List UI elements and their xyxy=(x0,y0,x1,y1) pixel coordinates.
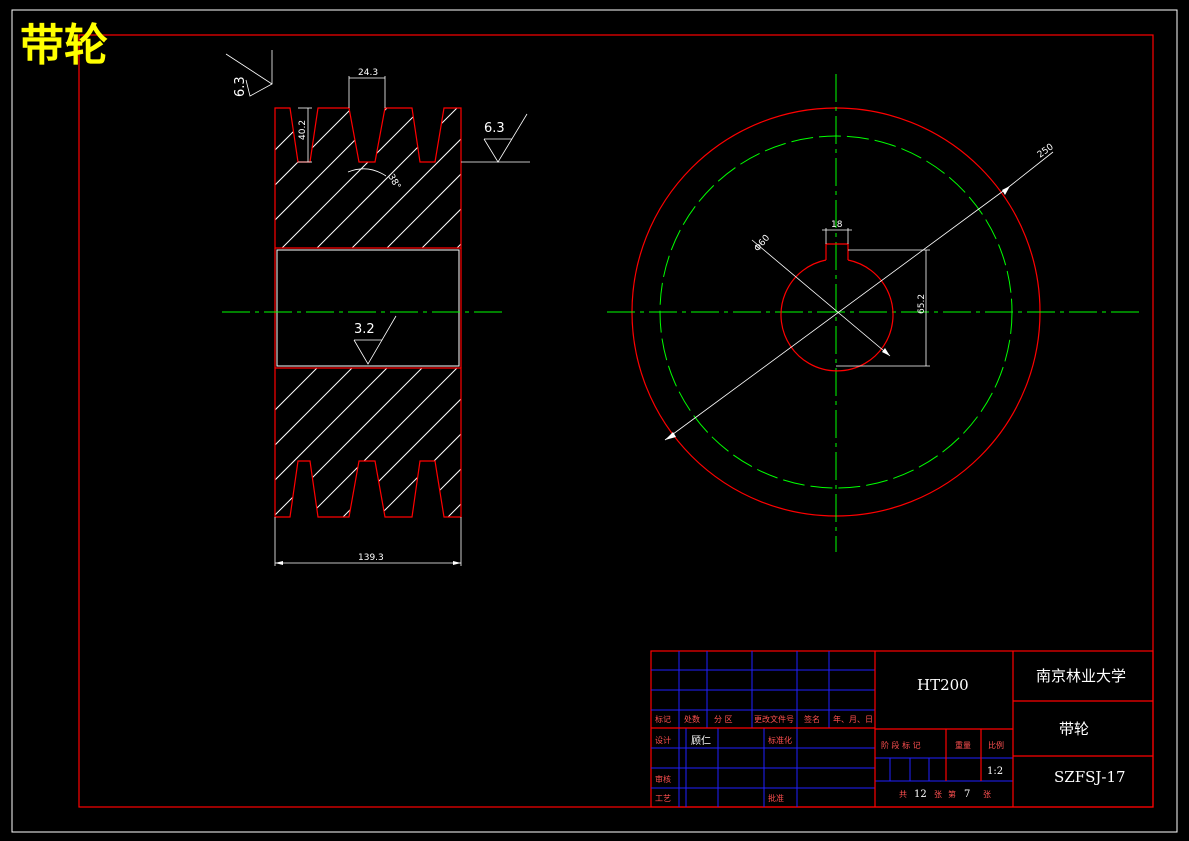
designer-name: 顾仁 xyxy=(691,735,711,747)
bore-rectangle xyxy=(276,249,460,367)
sheets-total-label: 共 xyxy=(899,790,907,799)
review-label: 审核 xyxy=(655,774,671,784)
key-depth-label: 65.2 xyxy=(917,294,927,314)
outer-border xyxy=(11,9,1178,833)
roughness-symbol-bore xyxy=(353,315,397,365)
groove-angle-label: 38° xyxy=(385,173,402,192)
design-label: 设计 xyxy=(655,735,671,745)
bore-with-keyway xyxy=(780,259,894,372)
header-change-doc: 更改文件号 xyxy=(754,714,794,724)
roughness-symbol-top-right xyxy=(461,113,530,163)
sheet-no-label: 第 xyxy=(948,789,956,799)
drawing-code: SZFSJ-17 xyxy=(1054,768,1126,786)
hatch-bottom xyxy=(275,368,461,517)
drawing-title: 带轮 xyxy=(20,20,108,71)
overall-width-label: 139.3 xyxy=(358,553,384,563)
section-view: 24.3 40.2 38° 6.3 6.3 3.2 xyxy=(222,50,530,566)
keyway xyxy=(825,243,849,260)
school-name: 南京林业大学 xyxy=(1036,667,1126,685)
header-date: 年、月、日 xyxy=(833,714,873,724)
header-zone: 分 区 xyxy=(714,715,733,724)
scale-value: 1:2 xyxy=(987,766,1003,777)
header-count: 处数 xyxy=(684,714,700,724)
groove-depth-label: 40.2 xyxy=(298,120,308,140)
roughness-top-right-label: 6.3 xyxy=(484,121,505,136)
approve-label: 批准 xyxy=(768,793,784,803)
material-label: HT200 xyxy=(917,676,969,694)
title-block: HT200 南京林业大学 带轮 SZFSJ-17 标记 处数 分 区 更改文件号… xyxy=(650,650,1154,808)
standardization-label: 标准化 xyxy=(768,735,792,745)
sheets-total: 12 xyxy=(914,789,927,800)
key-width-label: 18 xyxy=(831,220,843,230)
groove-width-label: 24.3 xyxy=(358,68,378,78)
header-signature: 签名 xyxy=(804,714,820,724)
stage-label: 阶 段 标 记 xyxy=(881,740,921,750)
roughness-bore-label: 3.2 xyxy=(354,322,375,337)
end-view: 250 Φ60 18 65.2 xyxy=(607,74,1140,552)
sheet-no: 7 xyxy=(964,789,970,800)
header-mark: 标记 xyxy=(655,714,671,724)
part-name: 带轮 xyxy=(1059,720,1089,738)
section-outline-bottom xyxy=(274,367,462,518)
weight-label: 重量 xyxy=(955,740,971,750)
roughness-symbol-top-left xyxy=(225,50,273,97)
title-block-frame xyxy=(650,650,1154,808)
roughness-top-left-label: 6.3 xyxy=(233,76,248,97)
craft-label: 工艺 xyxy=(655,794,671,803)
sheets-unit-b: 张 xyxy=(983,790,991,799)
sheets-unit-a: 张 xyxy=(934,790,942,799)
scale-label: 比例 xyxy=(988,740,1004,750)
bore-diameter-label: Φ60 xyxy=(753,233,773,254)
inner-border xyxy=(78,34,1154,808)
